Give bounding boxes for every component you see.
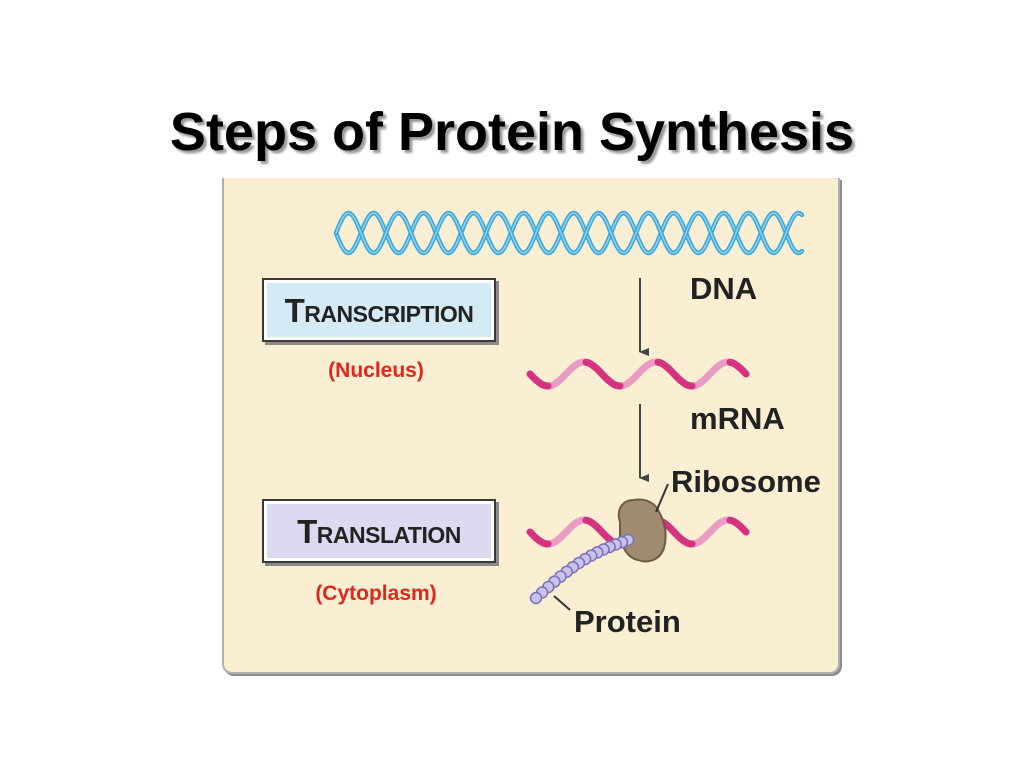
mrna-label: mRNA bbox=[690, 401, 785, 436]
ribosome-shape bbox=[617, 498, 667, 563]
diagram-art bbox=[333, 210, 805, 611]
mrna-strand-top bbox=[526, 358, 750, 390]
nucleus-location: (Nucleus) bbox=[328, 359, 424, 382]
dna-double-helix bbox=[333, 210, 805, 256]
dna-label: DNA bbox=[690, 271, 758, 306]
ribosome-pointer bbox=[655, 483, 669, 513]
protein-bead bbox=[529, 591, 543, 605]
protein-pointer bbox=[553, 595, 571, 611]
protein-chain bbox=[529, 533, 635, 605]
translation-label: Translation bbox=[297, 512, 461, 550]
cytoplasm-location: (Cytoplasm) bbox=[315, 582, 437, 605]
diagram-panel: Transcription (Nucleus) Translation (Cyt… bbox=[222, 178, 840, 674]
transcription-step-box: Transcription bbox=[262, 278, 496, 342]
transcription-label: Transcription bbox=[284, 291, 474, 329]
ribosome-label: Ribosome bbox=[671, 464, 821, 499]
slide-title: Steps of Protein Synthesis bbox=[169, 102, 855, 162]
protein-label: Protein bbox=[574, 604, 681, 639]
translation-step-box: Translation bbox=[262, 499, 496, 563]
